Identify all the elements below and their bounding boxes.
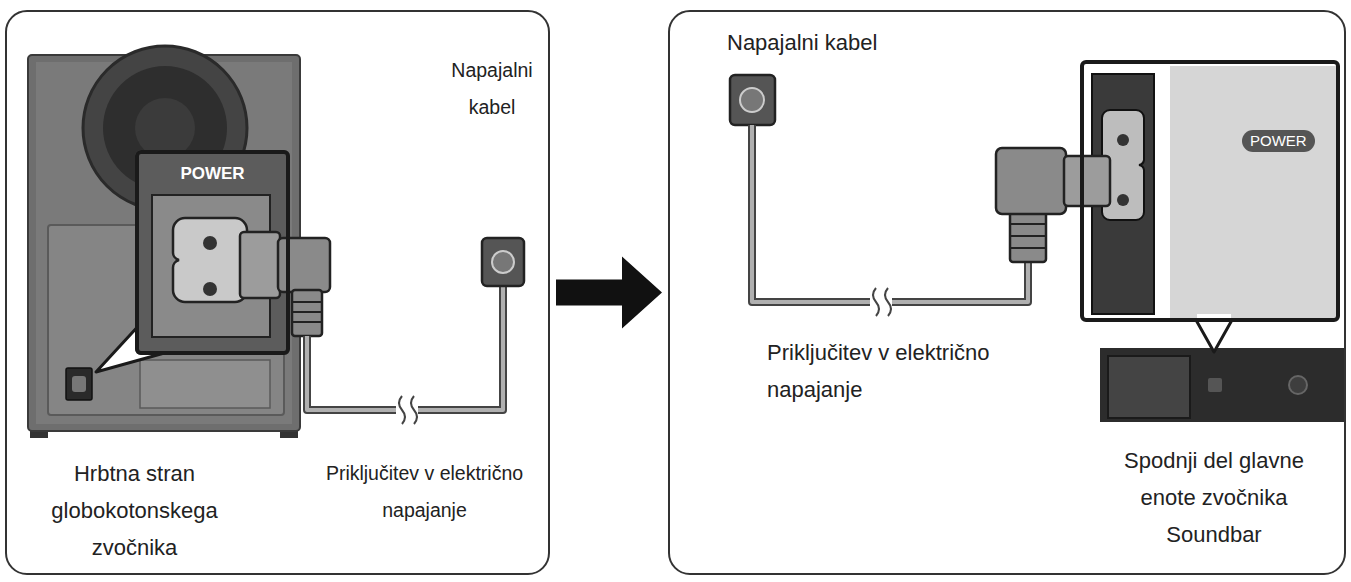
instruction-panel: Napajalni kabelPriključitev v električno… — [5, 10, 550, 575]
illustration-rect — [1080, 60, 1340, 322]
illustration-circle — [135, 98, 195, 158]
port-label: POWER — [139, 164, 286, 184]
inset-box: POWER — [135, 150, 290, 355]
illustration-polygon — [1196, 320, 1232, 352]
illustration-circle — [1117, 194, 1129, 206]
illustration-circle — [1117, 134, 1129, 146]
illustration-rect — [72, 376, 86, 392]
illustration-rect — [1208, 378, 1222, 392]
illustration-circle — [203, 236, 217, 250]
illustration-rect — [1010, 212, 1046, 262]
instruction-panel: Napajalni kabelPriključitev v električno… — [668, 10, 1346, 575]
connection-label: Priključitev v električno napajanje — [767, 334, 1017, 408]
illustration-path — [1010, 224, 1046, 248]
illustration-rect — [1100, 348, 1344, 422]
illustration-rect — [135, 150, 290, 355]
illustration-circle — [740, 88, 764, 112]
illustration-rect — [278, 238, 330, 292]
flow-arrow — [556, 257, 662, 329]
illustration-path — [292, 302, 322, 322]
illustration-path — [752, 125, 1028, 302]
inset-box: POWER — [1080, 60, 1340, 322]
illustration-rect — [28, 55, 300, 431]
illustration-rect — [1064, 156, 1110, 206]
illustration-rect — [66, 368, 92, 400]
connection-label: Priključitev v električno napajanje — [302, 455, 547, 529]
illustration-rect — [240, 232, 280, 298]
cable-label: Napajalni kabel — [437, 52, 547, 126]
illustration-path — [752, 125, 1028, 302]
illustration-path — [873, 288, 891, 316]
illustration-path — [307, 285, 503, 410]
illustration-rect — [292, 290, 322, 336]
illustration-rect — [140, 360, 270, 408]
illustration-circle — [492, 251, 514, 273]
illustration-rect — [36, 62, 292, 424]
part-label: Spodnji del glavne enote zvočnika Soundb… — [1099, 442, 1329, 553]
part-label: Hrbtna stran globokotonskega zvočnika — [42, 455, 227, 566]
cable-label: Napajalni kabel — [727, 24, 947, 61]
illustration-rect — [996, 148, 1066, 214]
illustration-path — [307, 285, 503, 410]
illustration-rect — [1170, 66, 1336, 318]
port-label: POWER — [1242, 130, 1315, 152]
illustration-path — [173, 218, 247, 302]
illustration-path — [399, 396, 417, 424]
illustration-rect — [482, 238, 524, 286]
illustration-circle — [203, 282, 217, 296]
illustration-rect — [730, 75, 775, 125]
illustration-rect — [1108, 356, 1190, 418]
illustration-circle — [1289, 376, 1307, 394]
